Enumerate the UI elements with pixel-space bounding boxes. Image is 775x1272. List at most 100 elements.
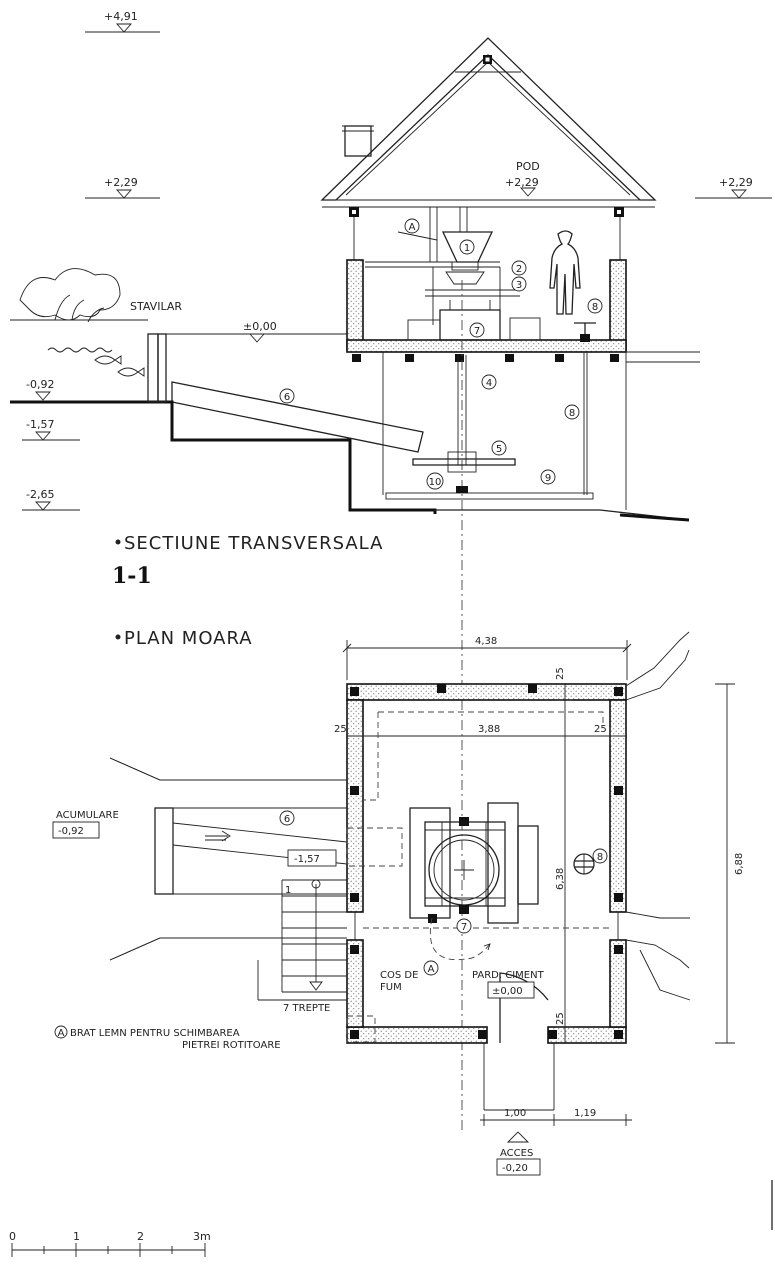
level-marker-top: +4,91 — [85, 10, 160, 33]
svg-text:25: 25 — [334, 724, 347, 735]
level-marker-pod: POD +2,29 — [505, 160, 540, 197]
svg-text:1-1: 1-1 — [112, 563, 152, 589]
level-marker-left-mid: +2,29 — [85, 176, 160, 199]
mill-machinery — [365, 207, 541, 341]
svg-text:6: 6 — [284, 814, 290, 825]
level-marker-m092: -0,92 — [26, 378, 54, 401]
scale-bar: 0 1 2 3m — [9, 1230, 211, 1257]
svg-text:+2,29: +2,29 — [505, 176, 539, 189]
plan-posts — [350, 684, 623, 1039]
roof — [320, 37, 657, 208]
plan-wall-left-upper — [346, 699, 364, 913]
svg-text:2: 2 — [516, 264, 522, 275]
undercroft — [382, 280, 700, 1130]
svg-text:-2,65: -2,65 — [26, 488, 54, 501]
marker-9-section: 9 — [540, 469, 556, 485]
marker-7-section: 7 — [469, 322, 485, 338]
millstone-plan — [409, 802, 539, 961]
stairs: 1 7 TREPTE — [257, 879, 347, 1014]
plan-title: PLAN MOARA — [115, 628, 252, 649]
svg-text:6,88: 6,88 — [734, 853, 745, 875]
chimney-label: COS DE FUM — [380, 970, 418, 993]
marker-7-plan: 7 — [456, 918, 472, 934]
marker-1-section: 1 — [459, 239, 475, 255]
dim-inner-height: 6,38 25 25 — [555, 667, 573, 1043]
svg-text:25: 25 — [594, 724, 607, 735]
svg-text:4,38: 4,38 — [475, 636, 497, 647]
svg-text:5: 5 — [496, 444, 502, 455]
svg-text:3m: 3m — [193, 1230, 211, 1243]
lever-handle — [574, 322, 596, 342]
acumulare-label: ACUMULARE -0,92 — [52, 810, 119, 839]
svg-text:25: 25 — [555, 667, 566, 680]
svg-text:-1,57: -1,57 — [294, 854, 320, 865]
marker-8-rod-section: 8 — [564, 404, 580, 420]
door-plan — [483, 972, 555, 1111]
svg-text:1,00: 1,00 — [504, 1108, 526, 1119]
svg-text:1: 1 — [464, 243, 470, 254]
marker-A-section: A — [404, 218, 420, 234]
marker-5-section: 5 — [491, 440, 507, 456]
marker-6-section: 6 — [279, 388, 295, 404]
plan-view: PLAN MOARA 4,38 — [52, 628, 745, 1176]
svg-text:-0,20: -0,20 — [502, 1163, 528, 1174]
svg-text:6,38: 6,38 — [555, 868, 566, 890]
upper-frame — [349, 207, 624, 260]
svg-text:FUM: FUM — [380, 982, 402, 993]
section-wall-left — [346, 259, 364, 351]
dim-inner-width: 3,88 25 25 — [334, 724, 627, 744]
water-flume — [171, 381, 424, 453]
channel-level-label: -1,57 — [287, 849, 337, 867]
svg-text:BRAT LEMN PENTRU SCHIMBAREA: BRAT LEMN PENTRU SCHIMBAREA — [70, 1028, 240, 1039]
marker-8-floor-section: 8 — [587, 298, 603, 314]
svg-text:A: A — [428, 964, 435, 975]
floor-beams — [352, 354, 619, 362]
dim-total-height: 6,88 — [715, 683, 745, 1044]
svg-text:0: 0 — [9, 1230, 16, 1243]
svg-text:1: 1 — [73, 1230, 80, 1243]
dim-total-width: 4,38 — [342, 636, 632, 680]
svg-text:+2,29: +2,29 — [719, 176, 753, 189]
svg-text:3,88: 3,88 — [478, 724, 500, 735]
marker-A-plan: A — [423, 960, 439, 976]
note-arm: A BRAT LEMN PENTRU SCHIMBAREA PIETREI RO… — [54, 1025, 281, 1051]
section-view: +4,91 +2,29 +2,29 — [10, 10, 772, 1130]
svg-text:9: 9 — [545, 473, 551, 484]
acces-marker: ACCES -0,20 — [496, 1131, 541, 1176]
svg-text:±0,00: ±0,00 — [492, 986, 523, 997]
svg-text:4: 4 — [486, 378, 492, 389]
svg-text:25: 25 — [555, 1012, 566, 1025]
svg-text:PARD. CIMENT: PARD. CIMENT — [472, 970, 545, 981]
level-marker-zero: ±0,00 — [243, 320, 277, 343]
svg-text:ACUMULARE: ACUMULARE — [56, 810, 119, 821]
svg-text:3: 3 — [516, 280, 522, 291]
svg-text:1,19: 1,19 — [574, 1108, 596, 1119]
svg-text:-0,92: -0,92 — [58, 826, 84, 837]
svg-text:A: A — [58, 1028, 65, 1039]
plan-wall-right-upper — [609, 699, 627, 913]
chimney-plan — [346, 1015, 376, 1043]
water-waves — [47, 347, 113, 353]
svg-text:6: 6 — [284, 392, 290, 403]
marker-6-plan: 6 — [279, 810, 295, 826]
plan-wall-bottom-left — [346, 1026, 488, 1044]
section-wall-right — [609, 259, 627, 351]
svg-text:+2,29: +2,29 — [104, 176, 138, 189]
svg-text:STAVILAR: STAVILAR — [130, 300, 182, 313]
svg-text:±0,00: ±0,00 — [243, 320, 277, 333]
svg-text:7: 7 — [474, 326, 480, 337]
terrain-left — [109, 757, 161, 961]
level-marker-m265: -2,65 — [22, 488, 80, 511]
svg-text:2: 2 — [137, 1230, 144, 1243]
floor-label: PARD. CIMENT ±0,00 — [472, 970, 545, 999]
plan-wall-top — [346, 683, 627, 701]
svg-text:SECTIUNE TRANSVERSALA: SECTIUNE TRANSVERSALA — [124, 533, 383, 554]
svg-text:7: 7 — [461, 922, 467, 933]
svg-text:7 TREPTE: 7 TREPTE — [283, 1003, 330, 1014]
svg-text:A: A — [409, 222, 416, 233]
shrub-drawing — [19, 268, 121, 323]
svg-text:ACCES: ACCES — [500, 1148, 533, 1159]
fish-drawing — [94, 355, 145, 377]
svg-text:-0,92: -0,92 — [26, 378, 54, 391]
svg-text:10: 10 — [429, 477, 442, 488]
